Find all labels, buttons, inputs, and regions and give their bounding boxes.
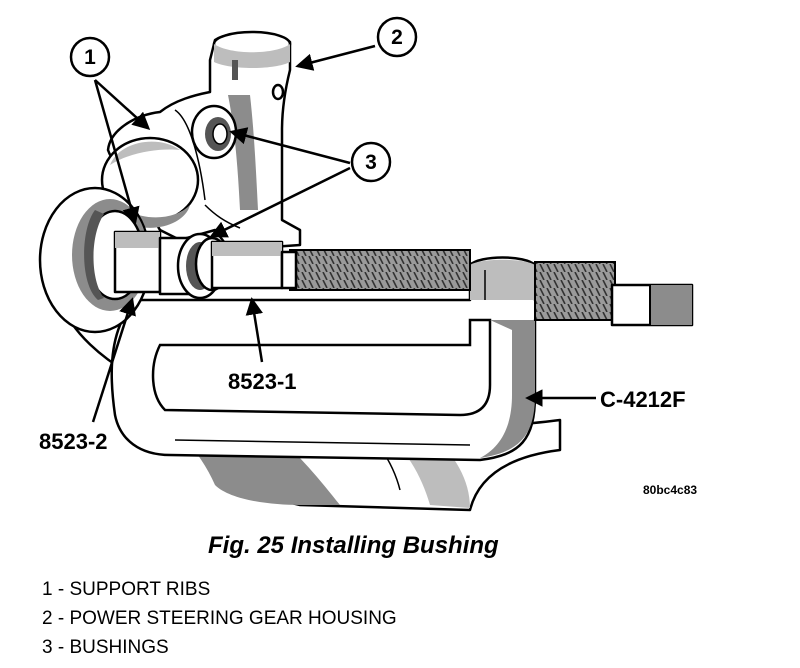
installer-and-bushing xyxy=(158,232,298,300)
legend-item: 2 - POWER STEERING GEAR HOUSING xyxy=(42,608,397,629)
tool-label-clamp: C-4212F xyxy=(525,387,686,412)
forcing-screw xyxy=(289,249,694,327)
legend-item: 3 - BUSHINGS xyxy=(42,637,169,658)
receiver-cup xyxy=(38,186,162,334)
tool-label-installer: 8523-1 xyxy=(228,297,297,394)
callout-2: 2 xyxy=(295,16,418,71)
c-clamp-frame xyxy=(110,256,550,462)
callout-1: 1 xyxy=(69,36,151,225)
legend-list: 1 - SUPPORT RIBS 2 - POWER STEERING GEAR… xyxy=(42,575,397,662)
svg-text:2: 2 xyxy=(391,26,403,49)
tool-label-receiver: 8523-2 xyxy=(39,297,136,454)
bushing-installation-illustration: 1 2 3 8523-1 8523-2 C-4212F 80bc4c83 xyxy=(38,16,697,512)
svg-text:8523-1: 8523-1 xyxy=(228,369,297,394)
svg-text:8523-2: 8523-2 xyxy=(39,429,108,454)
steering-gear-housing xyxy=(100,30,302,252)
svg-text:C-4212F: C-4212F xyxy=(600,387,686,412)
figure-reference-code: 80bc4c83 xyxy=(643,483,697,497)
figure-caption: Fig. 25 Installing Bushing xyxy=(208,532,499,559)
svg-text:3: 3 xyxy=(365,151,377,174)
callout-3: 3 xyxy=(209,127,392,238)
legend-item: 1 - SUPPORT RIBS xyxy=(42,579,211,600)
svg-text:1: 1 xyxy=(84,46,96,69)
